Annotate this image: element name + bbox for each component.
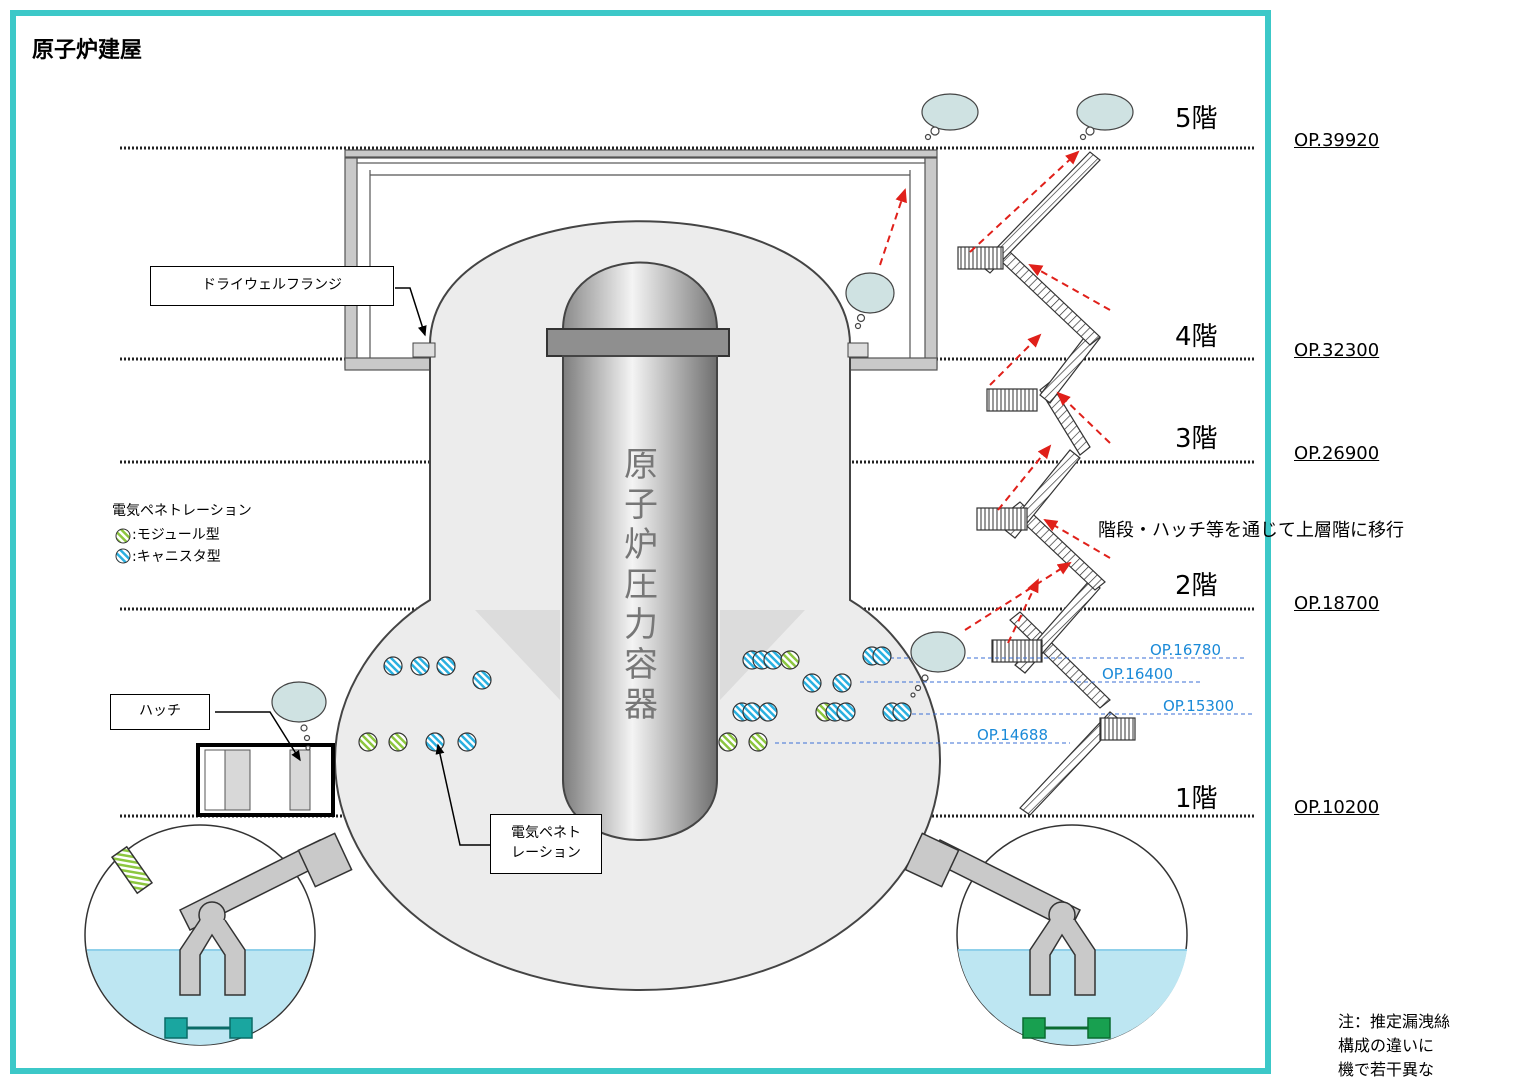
- op-label-4: OP.32300: [1294, 340, 1380, 361]
- operating-floor-enclosure: [344, 149, 938, 371]
- footnote: 注：推定漏洩絲 構成の違いに 機で若干異な: [1338, 1010, 1450, 1082]
- electrical-penetration-callout: 電気ペネト レーション: [490, 814, 602, 874]
- leak-path-arrows: [879, 150, 1111, 644]
- legend-module-label: :モジュール型: [132, 527, 220, 543]
- reactor-pressure-vessel: [546, 261, 730, 841]
- floor-label-2: 2階: [1175, 571, 1218, 601]
- footnote-line-2: 構成の違いに: [1338, 1036, 1435, 1055]
- op-label-2: OP.18700: [1294, 593, 1380, 614]
- reactor-building-frame: [10, 10, 1271, 1074]
- building-title: 原子炉建屋: [32, 38, 143, 63]
- pen-level-label-2: OP.16400: [1102, 665, 1174, 683]
- op-label-5: OP.39920: [1294, 130, 1380, 151]
- legend-canister-label: :キャニスタ型: [132, 549, 221, 565]
- floor-label-1: 1階: [1175, 784, 1218, 814]
- drywell-flange-callout: ドライウェルフランジ: [150, 266, 394, 306]
- legend: 電気ペネトレーション :モジュール型 :キャニスタ型: [112, 500, 252, 566]
- hatch-callout: ハッチ: [110, 694, 210, 730]
- reactor-pressure-vessel-label: 原子炉圧力容器: [624, 445, 658, 725]
- cloud-top-right: [1076, 93, 1134, 141]
- legend-canister: :キャニスタ型: [112, 546, 252, 566]
- op-label-3: OP.26900: [1294, 443, 1380, 464]
- penetration-leader: [435, 743, 490, 846]
- penetration-callout-line-1: 電気ペネト: [511, 825, 581, 842]
- penetration-callout-line-2: レーション: [511, 845, 581, 861]
- pen-level-label-3: OP.15300: [1163, 697, 1235, 715]
- electrical-penetrations: [358, 646, 912, 752]
- floor-label-5: 5階: [1175, 104, 1218, 134]
- legend-title: 電気ペネトレーション: [112, 503, 252, 519]
- cloud-top-left: [921, 93, 979, 141]
- legend-canister-symbol: [115, 548, 131, 564]
- cloud-hatch: [271, 681, 327, 751]
- drywell-flange-icon: [412, 342, 436, 358]
- detail-right: [904, 824, 1188, 1046]
- leak-clouds: [271, 93, 1134, 751]
- pen-level-label-4: OP.14688: [977, 726, 1049, 744]
- cloud-operating-floor: [845, 272, 895, 330]
- floor-label-4: 4階: [1175, 322, 1218, 352]
- hatch-leader: [215, 711, 301, 762]
- flange-leader: [395, 287, 427, 337]
- legend-module-symbol: [115, 528, 131, 544]
- footnote-line-1: 注：推定漏洩絲: [1338, 1012, 1451, 1031]
- footnote-line-3: 機で若干異な: [1338, 1060, 1435, 1079]
- floor-label-3: 3階: [1175, 424, 1218, 454]
- op-label-1: OP.10200: [1294, 797, 1380, 818]
- stairs-migration-note: 階段・ハッチ等を通じて上層階に移行: [1098, 520, 1404, 541]
- detail-left: [84, 824, 353, 1046]
- hatch-icon: [196, 743, 335, 817]
- pen-level-label-1: OP.16780: [1150, 641, 1222, 659]
- legend-module: :モジュール型: [112, 524, 252, 544]
- flange-small-icon: [847, 342, 869, 358]
- cloud-stair-2f: [910, 631, 966, 698]
- staircase: [957, 151, 1136, 816]
